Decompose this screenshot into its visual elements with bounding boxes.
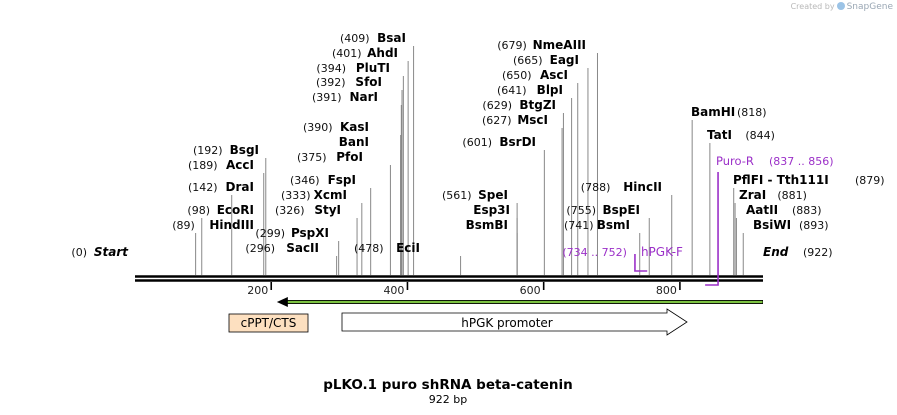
map-title: pLKO.1 puro shRNA beta-catenin — [323, 377, 572, 393]
site-position: (296) — [245, 242, 275, 255]
site-name: BanI — [339, 135, 369, 149]
site-name: SpeI — [478, 188, 508, 202]
site-position: (478) — [354, 242, 384, 255]
site-position: (627) — [482, 114, 512, 127]
site-position: (641) — [497, 84, 527, 97]
feature-label: cPPT/CTS — [241, 316, 297, 330]
site-position: (98) — [187, 204, 210, 217]
credit-brand: SnapGene — [846, 2, 893, 12]
site-name: Esp3I — [473, 203, 510, 217]
site-name: ZraI — [739, 188, 766, 202]
site-position: (394) — [316, 62, 346, 75]
site-name: DraI — [226, 180, 254, 194]
site-name: EciI — [396, 241, 420, 255]
site-position: (844) — [745, 129, 775, 142]
site-position: (679) — [497, 39, 527, 52]
site-name: BsmI — [597, 218, 630, 232]
site-name: BspEI — [602, 203, 640, 217]
site-name: BsiWI — [753, 218, 791, 232]
snapgene-logo-icon — [836, 2, 845, 10]
site-name: AatII — [746, 203, 778, 217]
site-position: (755) — [566, 204, 596, 217]
site-position: (192) — [193, 144, 223, 157]
site-position: (326) — [275, 204, 305, 217]
site-position: (392) — [316, 76, 346, 89]
feature-label: hPGK promoter — [461, 316, 553, 330]
site-name: NmeAIII — [533, 38, 586, 52]
site-name: PflFI - Tth111I — [733, 173, 829, 187]
site-name: MscI — [517, 113, 548, 127]
site-position: (629) — [482, 99, 512, 112]
primer-name: hPGK-F — [641, 245, 683, 259]
primer-hpgk-f-arrow — [634, 254, 648, 272]
site-position: (883) — [792, 204, 822, 217]
site-name: PfoI — [336, 150, 363, 164]
site-name: KasI — [340, 120, 369, 134]
site-name: BsaI — [377, 31, 406, 45]
site-position: (893) — [799, 219, 829, 232]
site-name: BtgZI — [519, 98, 556, 112]
site-name: BsrDI — [499, 135, 536, 149]
primer-range: (837 .. 856) — [769, 155, 834, 168]
site-name: FspI — [328, 173, 356, 187]
ruler-tick-label: 800 — [656, 284, 677, 297]
site-position: (561) — [442, 189, 472, 202]
site-position: (299) — [255, 227, 285, 240]
site-name: AccI — [226, 158, 254, 172]
site-name: BsgI — [230, 143, 259, 157]
site-name: EcoRI — [217, 203, 254, 217]
site-name: EagI — [550, 53, 579, 67]
site-name: HincII — [623, 180, 662, 194]
map-length: 922 bp — [429, 393, 467, 406]
end-label: End — [763, 245, 789, 259]
feature-cpptcts-box — [228, 313, 309, 333]
ruler-tick-label: 200 — [247, 284, 268, 297]
site-name: SfoI — [355, 75, 382, 89]
site-name: XcmI — [314, 188, 347, 202]
site-name: BlpI — [537, 83, 563, 97]
site-name: PluTI — [356, 61, 390, 75]
site-position: (346) — [290, 174, 320, 187]
site-position: (788) — [581, 181, 611, 194]
primer-range: (734 .. 752) — [562, 246, 627, 259]
site-position: (881) — [777, 189, 807, 202]
primer-name: Puro-R — [716, 154, 754, 168]
end-position: (922) — [803, 246, 833, 259]
site-position: (375) — [297, 151, 327, 164]
primer-puro-r-arrow — [705, 172, 719, 286]
site-name: NarI — [349, 90, 378, 104]
site-name: AscI — [540, 68, 568, 82]
site-name: AhdI — [367, 46, 398, 60]
site-position: (665) — [513, 54, 543, 67]
site-position: (741) — [564, 219, 594, 232]
site-name: TatI — [707, 128, 732, 142]
feature-hpgk-promoter-arrow — [341, 308, 688, 336]
site-position: (142) — [188, 181, 218, 194]
site-name: BsmBI — [466, 218, 508, 232]
start-label: Start — [94, 245, 129, 259]
ruler-tick-label: 400 — [383, 284, 404, 297]
snapgene-credit: Created by SnapGene — [791, 2, 893, 12]
site-position: (601) — [462, 136, 492, 149]
site-position: (818) — [737, 106, 767, 119]
site-position: (650) — [502, 69, 532, 82]
site-position: (409) — [340, 32, 370, 45]
site-position: (189) — [188, 159, 218, 172]
site-position: (333) — [281, 189, 311, 202]
site-name: BamHI — [691, 105, 735, 119]
ruler-tick-label: 600 — [520, 284, 541, 297]
site-position: (879) — [855, 174, 885, 187]
start-position: (0) — [71, 246, 87, 259]
site-position: (89) — [172, 219, 195, 232]
site-position: (401) — [332, 47, 362, 60]
site-name: StyI — [314, 203, 341, 217]
site-name: PspXI — [291, 226, 329, 240]
orf-arrowhead-icon — [276, 297, 288, 307]
site-position: (390) — [303, 121, 333, 134]
site-name: SacII — [286, 241, 319, 255]
site-position: (391) — [312, 91, 342, 104]
credit-prefix: Created by — [790, 2, 835, 11]
